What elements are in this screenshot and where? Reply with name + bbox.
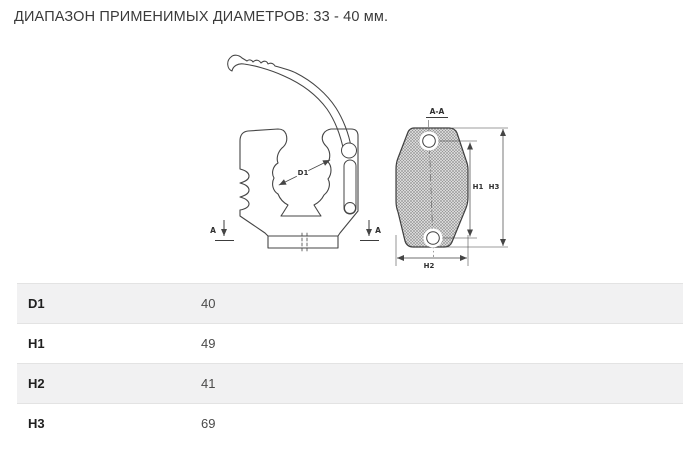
d1-dimension-line bbox=[278, 159, 331, 186]
spec-value: 40 bbox=[201, 296, 216, 311]
h1-dimension-label: H1 bbox=[473, 183, 484, 191]
lever-end-circle bbox=[341, 142, 357, 159]
spec-param-label: D1 bbox=[28, 296, 45, 311]
section-cut-markers bbox=[215, 220, 379, 241]
plate-hole-bottom bbox=[426, 231, 440, 245]
spec-table: D1 40 H1 49 H2 41 H3 69 bbox=[17, 283, 683, 443]
plate-hole-top bbox=[422, 134, 436, 148]
section-marker-left-label: A bbox=[210, 226, 216, 235]
front-view bbox=[227, 54, 359, 252]
spec-row-h2: H2 41 bbox=[17, 364, 683, 404]
section-plate bbox=[395, 127, 469, 248]
section-view-title: A-A bbox=[430, 107, 445, 116]
spec-row-d1: D1 40 bbox=[17, 284, 683, 324]
section-marker-right-label: A bbox=[375, 226, 381, 235]
spec-param-label: H2 bbox=[28, 376, 45, 391]
h2-dimension-label: H2 bbox=[424, 262, 435, 270]
h3-dimension-label: H3 bbox=[489, 183, 500, 191]
d1-dimension-label: D1 bbox=[298, 169, 309, 177]
spec-value: 49 bbox=[201, 336, 216, 351]
page-title: ДИАПАЗОН ПРИМЕНИМЫХ ДИАМЕТРОВ: 33 - 40 м… bbox=[14, 9, 389, 25]
spec-param-label: H1 bbox=[28, 336, 45, 351]
clip-body-outline bbox=[239, 128, 359, 249]
spec-param-label: H3 bbox=[28, 416, 45, 431]
slot-bottom-circle bbox=[344, 202, 356, 214]
lever-arm bbox=[227, 54, 352, 153]
spec-row-h3: H3 69 bbox=[17, 404, 683, 443]
technical-drawing: D1 A A A-A bbox=[210, 54, 508, 272]
section-view bbox=[395, 119, 508, 266]
diagram-area: ДИАПАЗОН ПРИМЕНИМЫХ ДИАМЕТРОВ: 33 - 40 м… bbox=[14, 9, 508, 272]
side-slot bbox=[343, 159, 357, 215]
spec-value: 41 bbox=[201, 376, 216, 391]
spec-value: 69 bbox=[201, 416, 216, 431]
spec-row-h1: H1 49 bbox=[17, 324, 683, 364]
